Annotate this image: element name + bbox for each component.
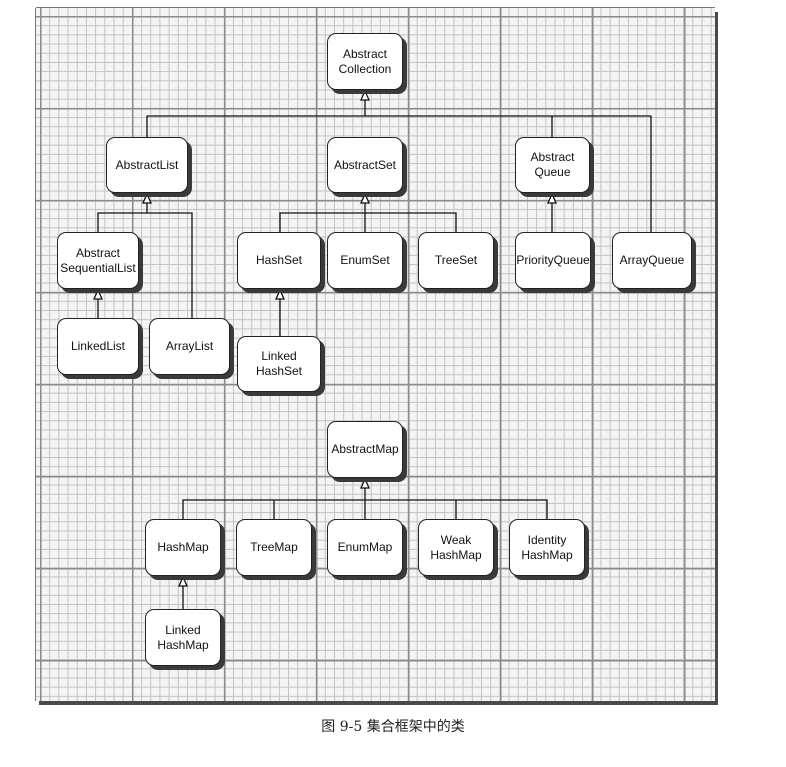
node-abstract-map: AbstractMap — [327, 421, 403, 478]
node-abstract-sequential-list: Abstract SequentialList — [57, 232, 139, 289]
node-priority-queue: PriorityQueue — [515, 232, 591, 289]
node-abstract-queue: Abstract Queue — [515, 137, 590, 193]
node-linked-hash-set: Linked HashSet — [237, 336, 321, 392]
figure-caption: 图 9-5 集合框架中的类 — [321, 719, 465, 735]
node-array-list: ArrayList — [149, 318, 230, 375]
node-label: ArrayList — [165, 339, 214, 353]
arrowhead-abstract-queue — [546, 192, 558, 204]
arrowhead-abstract-list — [141, 192, 153, 204]
node-enum-map: EnumMap — [327, 519, 403, 576]
node-label: HashMap — [157, 540, 209, 554]
node-label: EnumMap — [337, 540, 393, 554]
node-array-queue: ArrayQueue — [612, 232, 692, 289]
node-identity-hash-map: Identity HashMap — [509, 519, 585, 576]
node-label: ArrayQueue — [619, 253, 685, 267]
arrowhead-abstract-collection — [360, 89, 370, 101]
node-enum-set: EnumSet — [327, 232, 403, 289]
node-label: TreeSet — [434, 253, 478, 267]
node-linked-hash-map: Linked HashMap — [145, 609, 221, 666]
arrowhead-hash-map — [177, 575, 189, 587]
node-hash-map: HashMap — [145, 519, 221, 576]
node-label: LinkedList — [70, 339, 126, 353]
arrowhead-abstract-set — [359, 192, 371, 204]
edge-to-abstract-set — [279, 193, 457, 232]
node-hash-set: HashSet — [237, 232, 321, 289]
node-label: AbstractList — [115, 157, 179, 172]
node-label: EnumSet — [340, 253, 390, 267]
node-tree-map: TreeMap — [236, 519, 312, 576]
node-abstract-collection: Abstract Collection — [327, 33, 403, 90]
node-label: AbstractSet — [333, 157, 397, 172]
node-linked-list: LinkedList — [57, 318, 139, 375]
node-label: AbstractMap — [331, 442, 399, 456]
arrowhead-hash-set — [274, 288, 286, 300]
node-label: PriorityQueue — [516, 253, 590, 267]
node-label: Linked HashMap — [157, 622, 209, 652]
diagram-grid-background — [36, 8, 715, 701]
edge-to-abstract-map — [182, 478, 548, 519]
node-tree-set: TreeSet — [418, 232, 494, 289]
node-label: HashSet — [255, 253, 303, 267]
node-label: TreeMap — [250, 540, 298, 554]
node-label: Weak HashMap — [430, 532, 482, 562]
node-label: Identity HashMap — [521, 532, 573, 562]
node-label: Linked HashSet — [255, 349, 303, 378]
node-label: Abstract Collection — [338, 46, 392, 76]
node-weak-hash-map: Weak HashMap — [418, 519, 494, 576]
node-label: Abstract Queue — [530, 150, 575, 179]
arrowhead-abstract-sequential-list — [92, 288, 104, 300]
node-abstract-set: AbstractSet — [327, 137, 403, 193]
node-label: Abstract SequentialList — [60, 245, 136, 275]
node-abstract-list: AbstractList — [106, 137, 188, 193]
arrowhead-abstract-map — [359, 477, 371, 489]
